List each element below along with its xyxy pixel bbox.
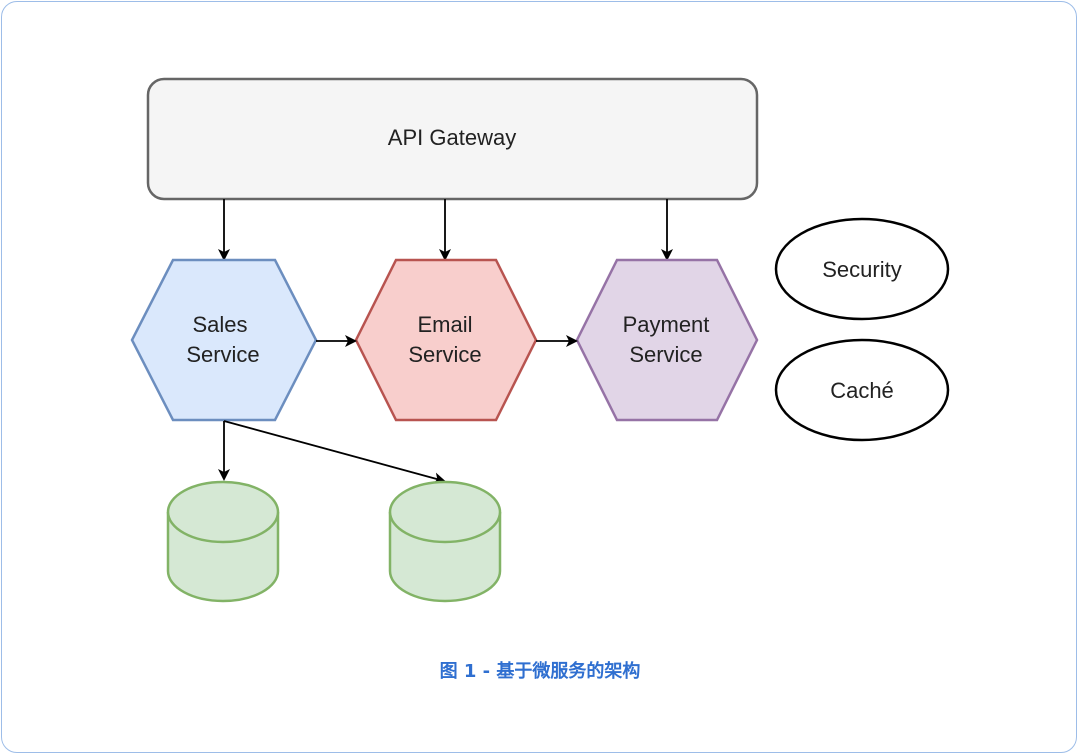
database-1-top (166, 480, 280, 544)
email-service-label-line1: Email (417, 312, 472, 337)
cache-node: Caché (774, 338, 950, 442)
api-gateway-node: API Gateway (146, 77, 759, 201)
cache-ellipse (774, 338, 950, 442)
sales-service-label-line2: Service (186, 342, 259, 367)
database-2 (388, 480, 502, 603)
email-service-node: Email Service (354, 258, 538, 422)
sales-service-node: Sales Service (130, 258, 318, 422)
security-node: Security (774, 217, 950, 321)
api-gateway-box (146, 77, 759, 201)
email-service-hexagon (354, 258, 538, 422)
security-ellipse (774, 217, 950, 321)
sales-service-hexagon (130, 258, 318, 422)
payment-service-label-line1: Payment (623, 312, 710, 337)
payment-service-node: Payment Service (575, 258, 759, 422)
figure-caption: 图 1 - 基于微服务的架构 (439, 661, 641, 682)
payment-service-label-line2: Service (629, 342, 702, 367)
security-label: Security (822, 257, 901, 282)
database-1 (166, 480, 280, 603)
api-gateway-label: API Gateway (388, 125, 516, 150)
email-service-label-line2: Service (408, 342, 481, 367)
arrow-sales-to-db2 (223, 420, 446, 485)
database-2-top (388, 480, 502, 544)
cache-label: Caché (830, 378, 894, 403)
payment-service-hexagon (575, 258, 759, 422)
sales-service-label-line1: Sales (192, 312, 247, 337)
